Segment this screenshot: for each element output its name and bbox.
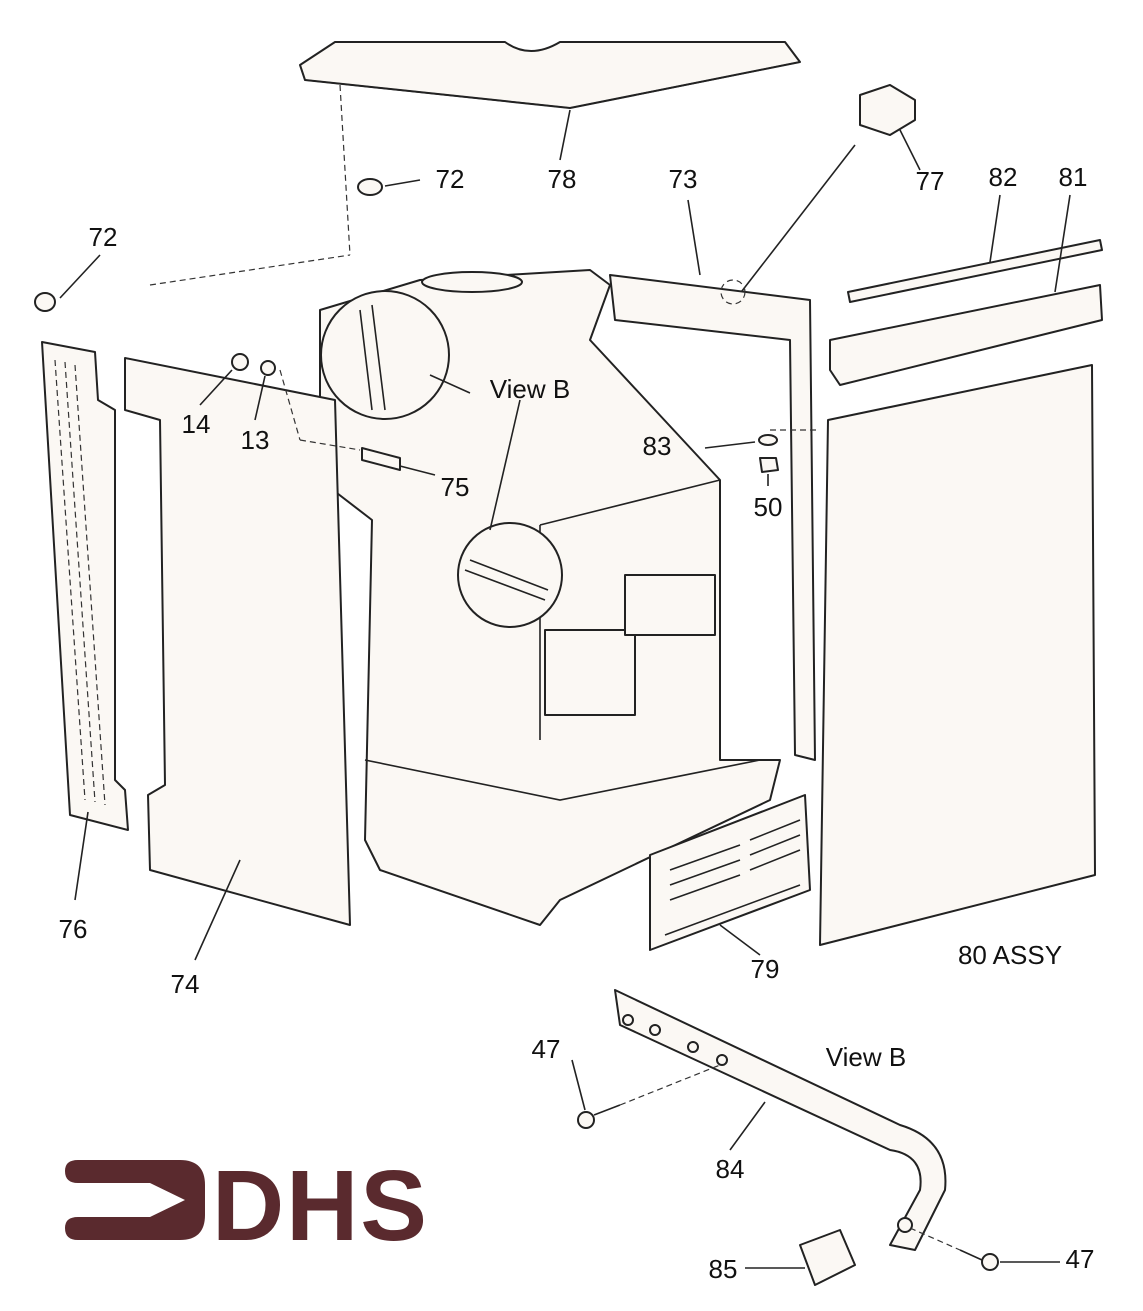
label-78: 78 (548, 164, 577, 194)
right-side-panel-80 (819, 364, 1096, 946)
leader-lines (59, 109, 1071, 1269)
label-79: 79 (751, 954, 780, 984)
label-77: 77 (916, 166, 945, 196)
label-47: 47 (1066, 1244, 1095, 1274)
label-83: 83 (643, 431, 672, 461)
label-81: 81 (1059, 162, 1088, 192)
screw-47-right (909, 1227, 999, 1271)
view-b-detail-circle-top (320, 290, 450, 420)
label-50: 50 (754, 492, 783, 522)
dhs-logo: DHS (65, 1150, 427, 1262)
label-72: 72 (89, 222, 118, 252)
grille-panel-76 (41, 341, 129, 831)
label-73: 73 (669, 164, 698, 194)
screw-47-left (577, 1064, 721, 1129)
label-view-b: View B (490, 374, 570, 404)
label-47: 47 (532, 1034, 561, 1064)
dhs-logo-text: DHS (212, 1150, 427, 1262)
strip-82 (847, 239, 1103, 303)
label-72: 72 (436, 164, 465, 194)
clip-85 (799, 1229, 856, 1286)
label-13: 13 (241, 425, 270, 455)
label-74: 74 (171, 969, 200, 999)
label-75: 75 (441, 472, 470, 502)
label-80-assy: 80 ASSY (958, 940, 1062, 970)
label-14: 14 (182, 409, 211, 439)
lower-grille-79 (649, 794, 811, 951)
left-side-panel-74 (124, 357, 351, 926)
strip-81 (829, 284, 1103, 386)
clip-77 (734, 84, 916, 301)
label-85: 85 (709, 1254, 738, 1284)
label-76: 76 (59, 914, 88, 944)
label-view-b-detail: View B (826, 1042, 906, 1072)
top-panel-78 (299, 41, 801, 256)
fasteners (34, 178, 820, 473)
label-82: 82 (989, 162, 1018, 192)
bracket-84 (614, 989, 947, 1251)
label-84: 84 (716, 1154, 745, 1184)
rear-panel-73 (609, 274, 816, 761)
view-b-detail-circle-mid (457, 522, 563, 628)
